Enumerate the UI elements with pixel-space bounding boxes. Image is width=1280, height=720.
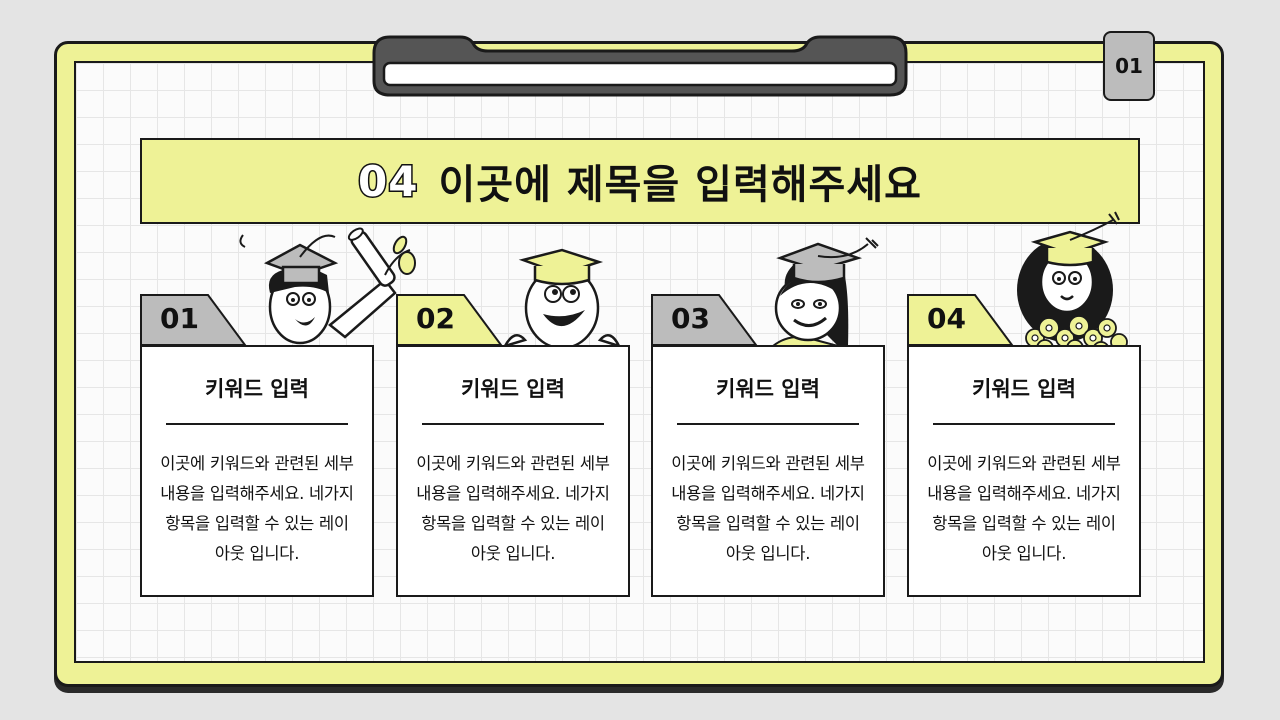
- card-keyword: 키워드 입력: [205, 377, 309, 401]
- card-body: 키워드 입력 이곳에 키워드와 관련된 세부내용을 입력해주세요. 네가지 항목…: [140, 345, 374, 597]
- page-title: 이곳에 제목을 입력해주세요: [438, 162, 922, 208]
- card-description: 이곳에 키워드와 관련된 세부내용을 입력해주세요. 네가지 항목을 입력할 수…: [927, 454, 1121, 563]
- graduate-smiling-face-illustration: [502, 248, 622, 350]
- keyword-card-1: 01 키워드 입력 이곳에 키워드와 관련된 세부내용을 입력해주세요. 네가지…: [140, 294, 374, 597]
- card-keyword: 키워드 입력: [461, 377, 565, 401]
- card-divider: [422, 423, 604, 425]
- card-divider: [933, 423, 1115, 425]
- card-description: 이곳에 키워드와 관련된 세부내용을 입력해주세요. 네가지 항목을 입력할 수…: [160, 454, 354, 563]
- card-keyword: 키워드 입력: [972, 377, 1076, 401]
- card-number: 02: [416, 302, 455, 335]
- keyword-card-2: 02 키워드 입력 이곳에 키워드와 관련된 세부내용을 입력해주세요. 네가지…: [396, 294, 630, 597]
- card-description: 이곳에 키워드와 관련된 세부내용을 입력해주세요. 네가지 항목을 입력할 수…: [416, 454, 610, 563]
- keyword-card-4: 04 키워드 입력 이곳에 키워드와 관련된 세부내용을 입력해주세요. 네가지…: [907, 294, 1141, 597]
- page-number: 01: [1115, 54, 1143, 78]
- title-number: 04: [357, 155, 419, 207]
- keyword-card-3: 03 키워드 입력 이곳에 키워드와 관련된 세부내용을 입력해주세요. 네가지…: [651, 294, 885, 597]
- card-divider: [677, 423, 859, 425]
- graduate-girl-with-flowers-illustration: [1017, 211, 1128, 359]
- graduate-boy-illustration: [239, 227, 416, 345]
- card-body: 키워드 입력 이곳에 키워드와 관련된 세부내용을 입력해주세요. 네가지 항목…: [651, 345, 885, 597]
- graduate-girl-illustration: [770, 237, 879, 347]
- clipboard-clip-icon: [372, 35, 908, 97]
- card-body: 키워드 입력 이곳에 키워드와 관련된 세부내용을 입력해주세요. 네가지 항목…: [907, 345, 1141, 597]
- card-number: 01: [160, 302, 199, 335]
- card-divider: [166, 423, 348, 425]
- title-bar: 04 이곳에 제목을 입력해주세요: [140, 138, 1140, 224]
- card-keyword: 키워드 입력: [716, 377, 820, 401]
- card-number: 04: [927, 302, 966, 335]
- card-body: 키워드 입력 이곳에 키워드와 관련된 세부내용을 입력해주세요. 네가지 항목…: [396, 345, 630, 597]
- card-description: 이곳에 키워드와 관련된 세부내용을 입력해주세요. 네가지 항목을 입력할 수…: [671, 454, 865, 563]
- page-number-badge: 01: [1103, 31, 1155, 101]
- card-number: 03: [671, 302, 710, 335]
